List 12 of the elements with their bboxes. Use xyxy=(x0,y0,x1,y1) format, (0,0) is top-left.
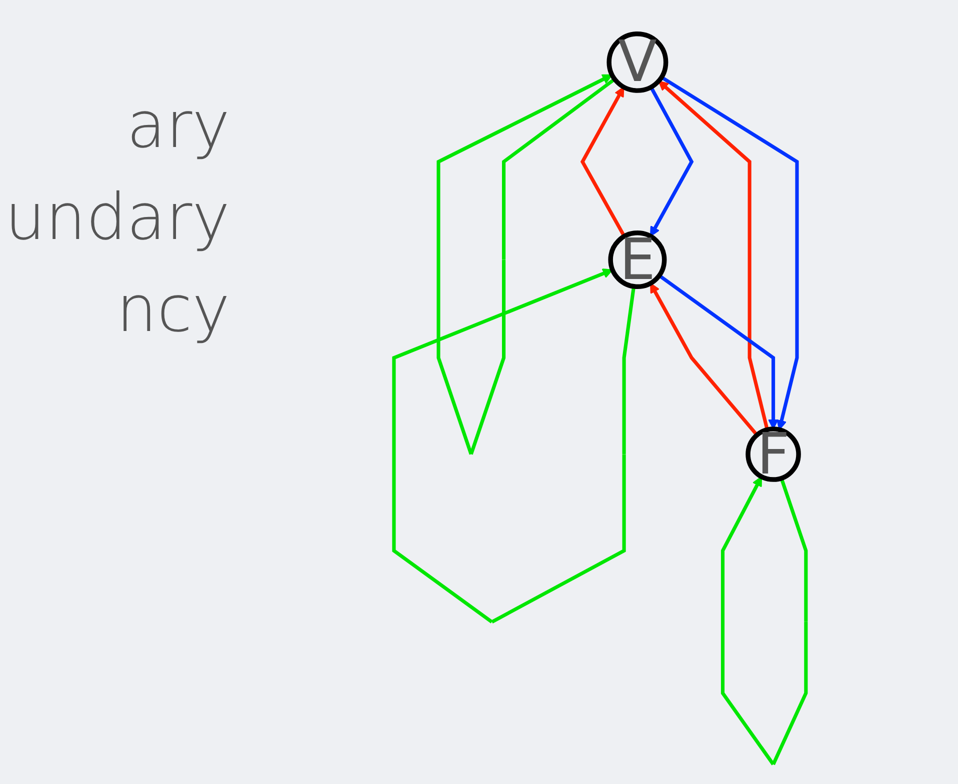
side-text: ary xyxy=(126,88,230,165)
node-circle: E xyxy=(608,230,667,290)
node-circle: F xyxy=(746,426,801,482)
arrow xyxy=(649,86,694,237)
side-text: undary xyxy=(4,180,230,257)
arrow xyxy=(580,86,626,238)
arrow xyxy=(660,76,799,430)
arrow xyxy=(658,80,769,430)
node-circle: V xyxy=(606,31,668,93)
side-text: ncy xyxy=(115,272,230,349)
arrow xyxy=(650,282,758,436)
arrow xyxy=(658,274,778,430)
